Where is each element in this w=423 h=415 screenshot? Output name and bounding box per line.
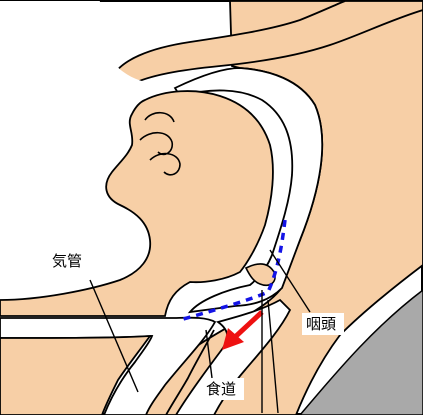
trachea-label: 気管 [52,252,82,270]
esophagus-label: 食道 [206,380,236,398]
pharynx-label: 咽頭 [306,315,336,333]
